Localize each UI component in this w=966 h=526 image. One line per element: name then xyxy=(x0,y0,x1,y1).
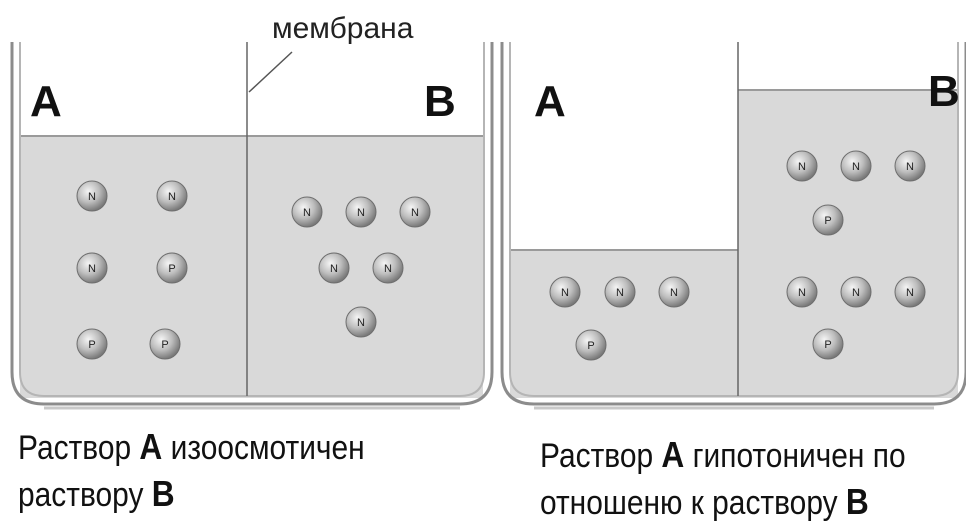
particle-label: N xyxy=(852,161,860,173)
solution-b-right xyxy=(738,90,958,398)
caption-line: раствору B xyxy=(18,473,175,514)
beaker-wall xyxy=(10,42,494,406)
particle-p: P xyxy=(76,328,108,360)
particle-p: P xyxy=(156,252,188,284)
particle-label: N xyxy=(88,191,96,203)
particle-n: N xyxy=(372,252,404,284)
caption-line: отношеню к раствору B xyxy=(540,481,869,522)
particles-b-beaker1: N N N N N N xyxy=(291,196,431,338)
particle-n: N xyxy=(549,276,581,308)
beaker-hypotonic: A B N N N P N N N P N N N P xyxy=(500,42,966,410)
particle-n: N xyxy=(399,196,431,228)
particle-circle xyxy=(549,276,581,308)
particles-a-beaker2: N N N P xyxy=(549,276,690,361)
label-b-beaker2: B xyxy=(928,67,960,116)
particle-circle xyxy=(156,180,188,212)
beaker-isosmotic: мембрана A B N N N P P P N N N N N N xyxy=(10,12,494,410)
beaker-wall xyxy=(500,42,966,406)
label-a-beaker2: A xyxy=(534,77,566,126)
particle-circle xyxy=(372,252,404,284)
solution-a-left xyxy=(20,136,247,398)
particle-label: N xyxy=(411,207,419,219)
particle-circle xyxy=(149,328,181,360)
particle-label: N xyxy=(616,287,624,299)
particle-circle xyxy=(345,196,377,228)
particle-label: N xyxy=(906,161,914,173)
particle-label: N xyxy=(561,287,569,299)
particle-label: N xyxy=(168,191,176,203)
particle-n: N xyxy=(345,196,377,228)
particle-n: N xyxy=(840,276,872,308)
particle-label: N xyxy=(330,263,338,275)
particle-n: N xyxy=(894,150,926,182)
particle-label: N xyxy=(88,263,96,275)
particle-label: P xyxy=(88,339,95,351)
particle-n: N xyxy=(840,150,872,182)
particle-circle xyxy=(345,306,377,338)
particle-circle xyxy=(840,150,872,182)
particle-n: N xyxy=(345,306,377,338)
particle-n: N xyxy=(318,252,350,284)
particle-p: P xyxy=(812,328,844,360)
particle-circle xyxy=(658,276,690,308)
particle-circle xyxy=(840,276,872,308)
particle-p: P xyxy=(575,329,607,361)
particles-b-beaker2: N N N P N N N P xyxy=(786,150,926,360)
particle-label: P xyxy=(161,339,168,351)
particle-n: N xyxy=(658,276,690,308)
particles-a-beaker1: N N N P P P xyxy=(76,180,188,360)
caption-line: Раствор A изоосмотичен xyxy=(18,426,365,467)
particle-label: P xyxy=(824,339,831,351)
particle-label: N xyxy=(798,161,806,173)
particle-p: P xyxy=(149,328,181,360)
particle-label: N xyxy=(852,287,860,299)
solution-a-right xyxy=(510,250,738,398)
particle-label: N xyxy=(670,287,678,299)
particle-circle xyxy=(291,196,323,228)
membrane-pointer xyxy=(248,51,293,93)
particle-n: N xyxy=(786,150,818,182)
label-a-beaker1: A xyxy=(30,77,62,126)
particle-label: N xyxy=(906,287,914,299)
membrane-label: мембрана xyxy=(272,12,414,45)
particle-circle xyxy=(76,328,108,360)
particle-circle xyxy=(786,276,818,308)
particle-n: N xyxy=(76,180,108,212)
caption-hypotonic: Раствор A гипотоничен по отношеню к раст… xyxy=(540,432,906,526)
particle-label: N xyxy=(303,207,311,219)
particle-label: N xyxy=(384,263,392,275)
label-b-beaker1: B xyxy=(424,77,456,126)
particle-n: N xyxy=(894,276,926,308)
particle-n: N xyxy=(786,276,818,308)
particle-circle xyxy=(575,329,607,361)
particle-circle xyxy=(156,252,188,284)
particle-circle xyxy=(812,204,844,236)
particle-p: P xyxy=(812,204,844,236)
particle-circle xyxy=(76,252,108,284)
particle-circle xyxy=(399,196,431,228)
particle-label: P xyxy=(168,263,175,275)
particle-circle xyxy=(894,150,926,182)
particle-label: P xyxy=(824,215,831,227)
particle-n: N xyxy=(156,180,188,212)
caption-line: Раствор A гипотоничен по xyxy=(540,434,906,475)
particle-label: N xyxy=(798,287,806,299)
particle-n: N xyxy=(291,196,323,228)
solution-b-left xyxy=(247,136,483,398)
particle-label: N xyxy=(357,317,365,329)
particle-circle xyxy=(894,276,926,308)
particle-circle xyxy=(812,328,844,360)
particle-circle xyxy=(786,150,818,182)
caption-isosmotic: Раствор A изоосмотичен раствору B xyxy=(18,424,365,518)
particle-label: N xyxy=(357,207,365,219)
particle-n: N xyxy=(604,276,636,308)
particle-label: P xyxy=(587,340,594,352)
particle-circle xyxy=(604,276,636,308)
particle-circle xyxy=(318,252,350,284)
particle-circle xyxy=(76,180,108,212)
particle-n: N xyxy=(76,252,108,284)
